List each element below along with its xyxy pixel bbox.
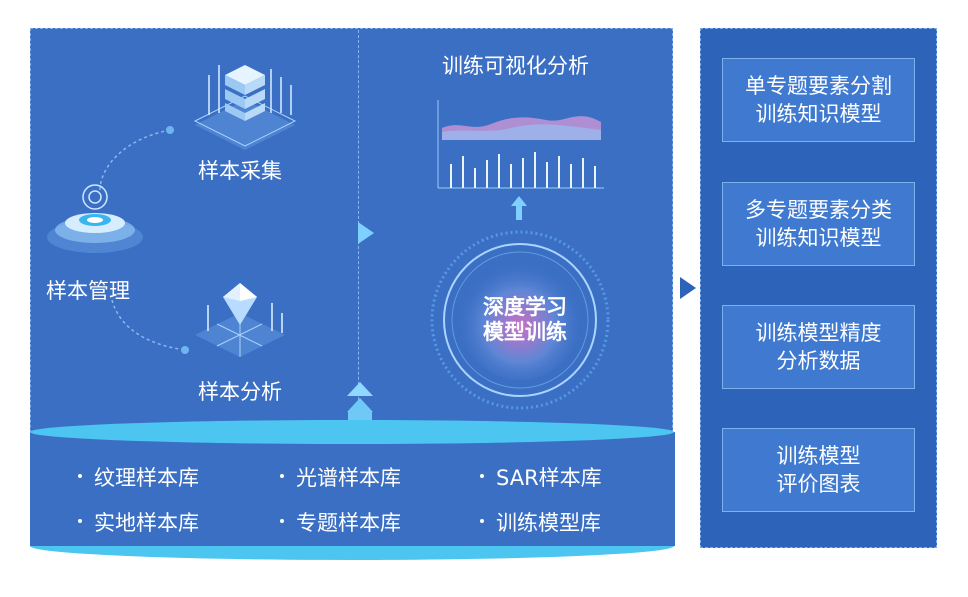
bullet-icon [78,519,82,523]
output-box-evaluation-chart: 训练模型评价图表 [722,428,915,512]
training-chart-icon [436,98,606,190]
output-box-segmentation-model: 单专题要素分割训练知识模型 [722,58,915,142]
sample-management-label: 样本管理 [46,279,130,303]
visualization-title: 训练可视化分析 [442,54,589,78]
bullet-icon [480,519,484,523]
output-box-classification-model: 多专题要素分类训练知识模型 [722,182,915,266]
core-line-2: 模型训练 [483,320,567,344]
crystal-icon [195,283,285,357]
core-line-1: 深度学习 [483,295,567,319]
bullet-icon [480,474,484,478]
bullet-icon [280,519,284,523]
sample-analysis-label: 样本分析 [198,380,282,404]
disk-icon [47,184,143,253]
library-item: 纹理样本库 [78,462,199,492]
library-item: 实地样本库 [78,507,199,537]
library-item: SAR样本库 [480,462,602,492]
core-title: 深度学习 模型训练 [470,295,580,345]
arrow-right-icon [358,222,374,244]
library-item: 训练模型库 [480,507,601,537]
library-item: 光谱样本库 [280,462,401,492]
arrow-up-icon [511,196,527,220]
library-item: 专题样本库 [280,507,401,537]
output-box-accuracy-data: 训练模型精度分析数据 [722,305,915,389]
library-base [30,420,675,560]
server-icon [193,65,297,150]
arrow-right-icon [680,277,696,299]
double-up-arrow-icon [347,382,373,422]
bullet-icon [78,474,82,478]
sample-collection-label: 样本采集 [198,159,282,183]
core-ring [430,230,610,410]
bullet-icon [280,474,284,478]
